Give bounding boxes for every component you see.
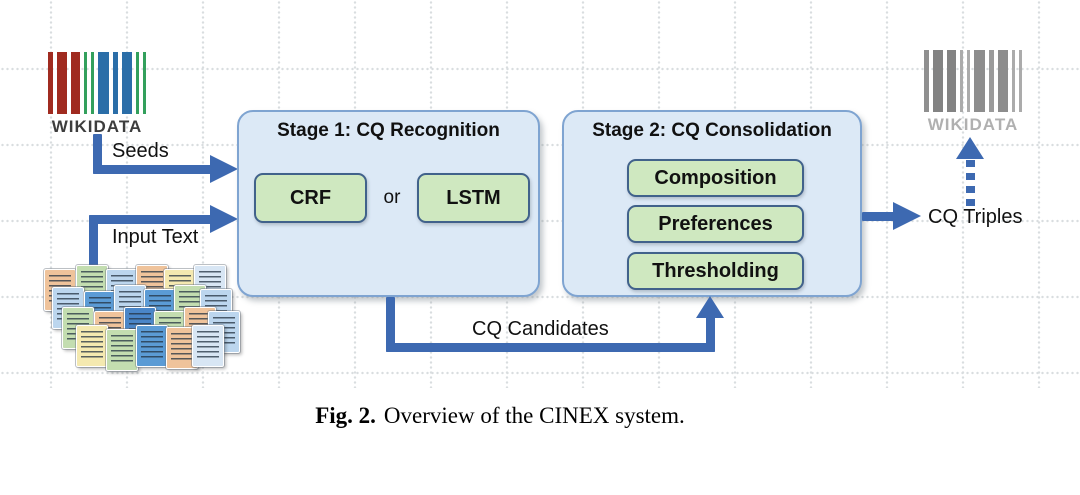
cq-triples-label: CQ Triples: [928, 206, 1023, 228]
document-icon: [75, 324, 109, 368]
stage1-title: Stage 1: CQ Recognition: [277, 120, 500, 141]
thresholding-box: Thresholding: [627, 252, 804, 290]
cq-candidates-label: CQ Candidates: [472, 318, 609, 340]
wikidata-target-logo: WIKIDATA: [924, 50, 1022, 135]
input-text-label: Input Text: [112, 226, 199, 248]
input-arrow-horizontal: [89, 215, 211, 224]
composition-box: Composition: [627, 159, 804, 197]
candidates-arrowhead-icon: [696, 296, 724, 318]
seeds-arrow-vertical: [93, 134, 102, 174]
caption-figure-number: Fig. 2.: [315, 403, 376, 428]
triples-arrowhead-icon: [893, 202, 921, 230]
dotted-arrowhead-icon: [956, 137, 984, 159]
document-icon: [191, 324, 225, 368]
candidates-arrow-down: [386, 297, 395, 352]
dotted-arrow-line: [966, 160, 975, 206]
input-arrow-vertical: [89, 215, 98, 270]
seeds-arrow-horizontal: [93, 165, 211, 174]
preferences-box: Preferences: [627, 205, 804, 243]
stage2-title: Stage 2: CQ Consolidation: [592, 120, 832, 141]
document-icon: [135, 324, 169, 368]
wikidata-gray-barcode-icon: [924, 50, 1022, 112]
input-documents-pile: [42, 263, 252, 373]
figure-caption: Fig. 2. Overview of the CINEX system.: [0, 403, 1000, 429]
stage1-box: Stage 1: CQ Recognition CRF or LSTM: [237, 110, 540, 297]
wikidata-barcode-icon: [48, 52, 146, 114]
wikidata-source-logo: WIKIDATA: [48, 52, 146, 137]
input-arrowhead-icon: [210, 205, 238, 233]
candidates-arrow-horizontal: [386, 343, 715, 352]
crf-box: CRF: [254, 173, 367, 223]
lstm-box: LSTM: [417, 173, 530, 223]
seeds-arrowhead-icon: [210, 155, 238, 183]
stage2-box: Stage 2: CQ Consolidation Composition Pr…: [562, 110, 862, 297]
wikidata-source-label: WIKIDATA: [51, 117, 143, 136]
caption-text: Overview of the CINEX system.: [383, 403, 685, 428]
or-label: or: [383, 187, 401, 208]
seeds-label: Seeds: [112, 140, 169, 162]
document-icon: [105, 328, 139, 372]
triples-arrow-horizontal: [862, 212, 895, 221]
candidates-arrow-up: [706, 316, 715, 352]
wikidata-target-label: WIKIDATA: [927, 115, 1019, 134]
